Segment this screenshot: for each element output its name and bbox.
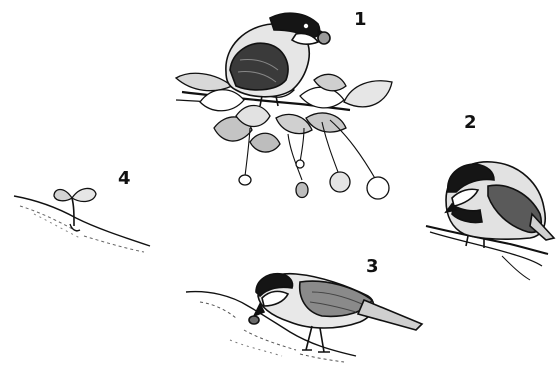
berry-in-beak [318, 32, 330, 44]
seedling-stem [72, 198, 74, 226]
stage-2-bird-perched: 2 [426, 112, 554, 280]
soil-surface [14, 196, 150, 246]
berry [330, 172, 350, 192]
bird-tail [358, 300, 422, 330]
stage-3-bird-caching-seed: 3 [186, 256, 422, 362]
stage-number-2: 2 [464, 112, 477, 133]
stage-number-1: 1 [354, 9, 367, 30]
stage-1-bird-on-berry-branch: 1 [176, 9, 392, 199]
seed [249, 316, 259, 324]
seedling-leaf-left [54, 190, 72, 201]
stage-number-3: 3 [366, 256, 379, 277]
stage-number-4: 4 [118, 168, 131, 189]
stage-4-seedling: 4 [14, 168, 150, 252]
berry [296, 183, 308, 198]
berry [239, 175, 251, 185]
seedling-leaf-right [72, 188, 96, 201]
bird-caching [249, 274, 422, 352]
berry [296, 160, 304, 168]
berry [367, 177, 389, 199]
